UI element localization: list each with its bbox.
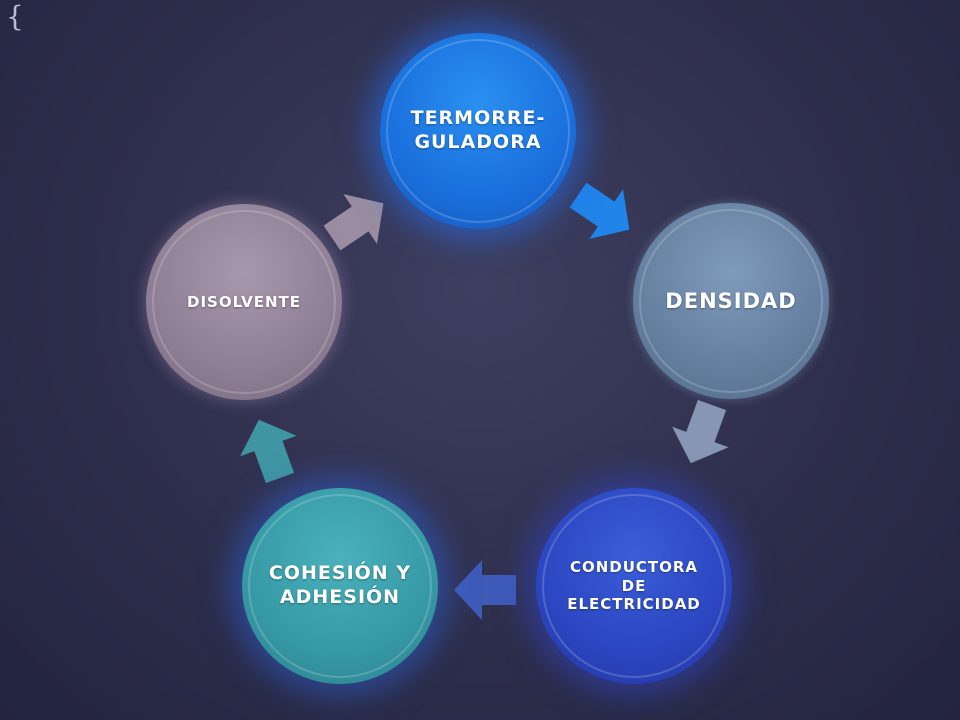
node-termorreguladora: Termorre- guladora (380, 33, 576, 229)
arrow-densidad-to-conductora (672, 399, 729, 464)
node-label: Conductora de electricidad (567, 557, 701, 614)
arrow-termorreguladora-to-densidad (569, 182, 630, 239)
node-label: Densidad (665, 288, 797, 313)
node-label: Disolvente (187, 292, 301, 311)
node-cohesion-y-adhesion: Cohesión y adhesión (242, 488, 438, 684)
bracket-icon: { (6, 0, 24, 33)
node-label: Termorre- guladora (410, 107, 546, 153)
node-disolvente: Disolvente (146, 204, 342, 400)
node-label: Cohesión y adhesión (268, 562, 412, 608)
arrow-cohesion-to-disolvente (240, 419, 297, 484)
node-densidad: Densidad (633, 203, 829, 399)
arrow-disolvente-to-termorreguladora (323, 194, 384, 251)
node-conductora-de-electricidad: Conductora de electricidad (536, 488, 732, 684)
arrow-conductora-to-cohesion (454, 560, 516, 620)
